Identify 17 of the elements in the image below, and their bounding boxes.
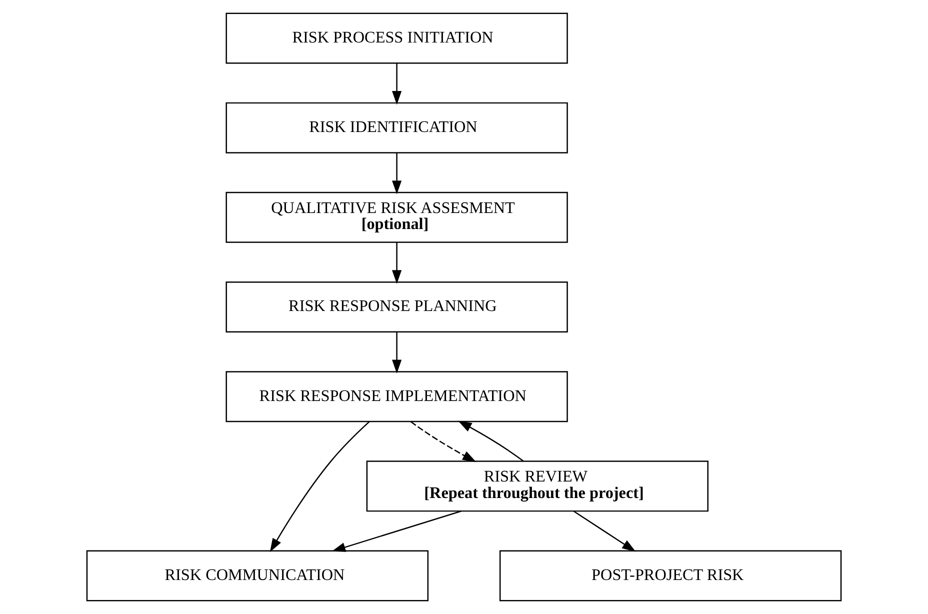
node-box: RISK COMMUNICATION [86, 550, 429, 602]
node-box: RISK PROCESS INITIATION [226, 12, 568, 64]
node-box: RISK REVIEW [Repeat throughout the project] [366, 460, 708, 512]
arrow [573, 510, 636, 552]
node-box: POST-PROJECT RISK [499, 550, 842, 602]
arrow [410, 421, 476, 462]
arrow [458, 420, 524, 462]
node-box: RISK IDENTIFICATION [226, 102, 568, 154]
arrow [392, 63, 402, 105]
node-box: RISK RESPONSE PLANNING [226, 282, 568, 332]
arrow [332, 510, 462, 552]
node-box: QUALITATIVE RISK ASSESMENT [optional] [226, 192, 568, 243]
node-box: RISK RESPONSE IMPLEMENTATION [226, 371, 568, 422]
arrow [392, 332, 402, 374]
arrow [392, 242, 402, 284]
arrow [392, 152, 402, 194]
arrow [270, 421, 370, 552]
